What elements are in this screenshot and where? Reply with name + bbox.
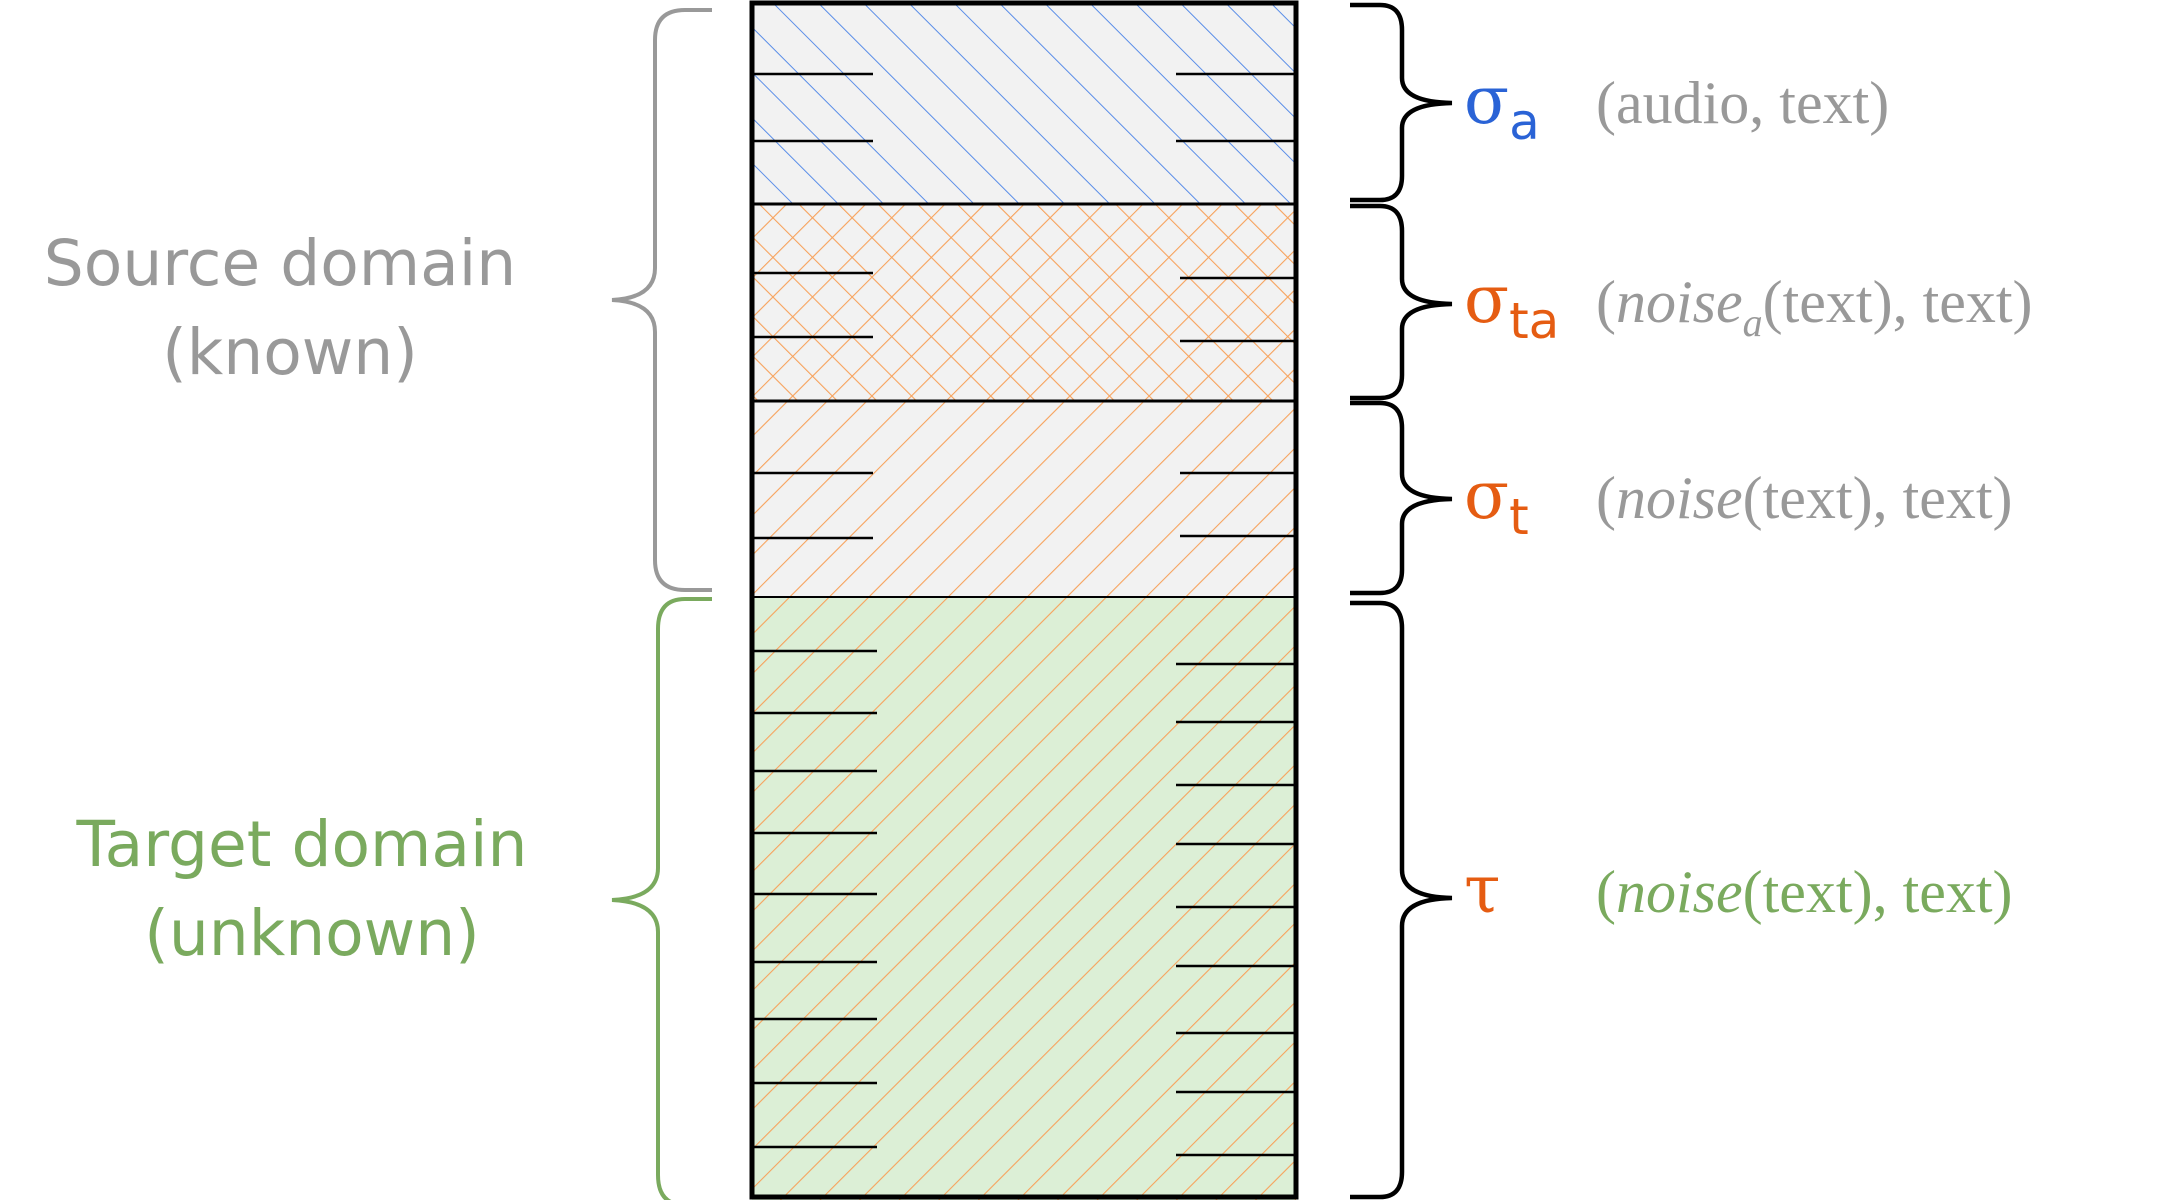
sigma-a-brace <box>1350 2 1453 203</box>
tau-desc-open: ( <box>1596 859 1616 925</box>
column-outline <box>749 0 1299 1200</box>
segment-sigma-a-block <box>752 4 1296 204</box>
sigma-t-desc-noise: noise <box>1616 465 1743 531</box>
sigma-t-symbol: σt <box>1464 457 1529 546</box>
stacked-column <box>749 0 1299 1200</box>
sigma-ta-symbol: σta <box>1464 261 1559 350</box>
sigma-t-subscript: t <box>1509 488 1529 546</box>
sigma-a-main: σ <box>1464 62 1509 139</box>
segment-sigma-t-block <box>752 401 1296 597</box>
source-domain-label: Source domain (known) <box>44 227 536 389</box>
tau-brace <box>1350 600 1453 1200</box>
target-domain-line1: Target domain <box>76 808 528 881</box>
source-domain-brace <box>611 8 712 592</box>
left-tick-marks <box>754 72 877 1149</box>
sigma-ta-desc-noise-sub: a <box>1743 300 1763 345</box>
sigma-ta-desc-rest: (text), text) <box>1763 269 2033 335</box>
sigma-a-symbol: σa <box>1464 62 1540 151</box>
sigma-t-desc-open: ( <box>1596 465 1616 531</box>
sigma-ta-description: (noisea(text), text) <box>1596 269 2033 345</box>
sigma-ta-desc-noise: noise <box>1616 269 1743 335</box>
sigma-t-main: σ <box>1464 457 1509 534</box>
sigma-t-brace <box>1350 400 1453 596</box>
tau-desc-noise: noise <box>1616 859 1743 925</box>
sigma-t-description: (noise(text), text) <box>1596 465 2013 531</box>
sigma-t-desc-rest: (text), text) <box>1743 465 2013 531</box>
tau-desc-rest: (text), text) <box>1743 859 2013 925</box>
sigma-ta-desc-open: ( <box>1596 269 1616 335</box>
segment-sigma-ta-block <box>752 204 1296 401</box>
sigma-ta-brace <box>1350 203 1453 401</box>
tau-symbol: τ <box>1464 851 1501 928</box>
sigma-a-description: (audio, text) <box>1596 70 1889 136</box>
target-domain-line2: (unknown) <box>144 897 479 970</box>
sigma-a-subscript: a <box>1509 93 1540 151</box>
segment-tau-block <box>752 597 1296 1200</box>
target-domain-brace <box>611 597 712 1200</box>
tau-description: (noise(text), text) <box>1596 859 2013 925</box>
sigma-ta-main: σ <box>1464 261 1509 338</box>
right-tick-marks <box>1176 72 1294 1157</box>
sigma-ta-subscript: ta <box>1509 292 1559 350</box>
target-domain-label: Target domain (unknown) <box>76 808 548 970</box>
source-domain-line1: Source domain <box>44 227 516 300</box>
source-domain-line2: (known) <box>162 316 418 389</box>
